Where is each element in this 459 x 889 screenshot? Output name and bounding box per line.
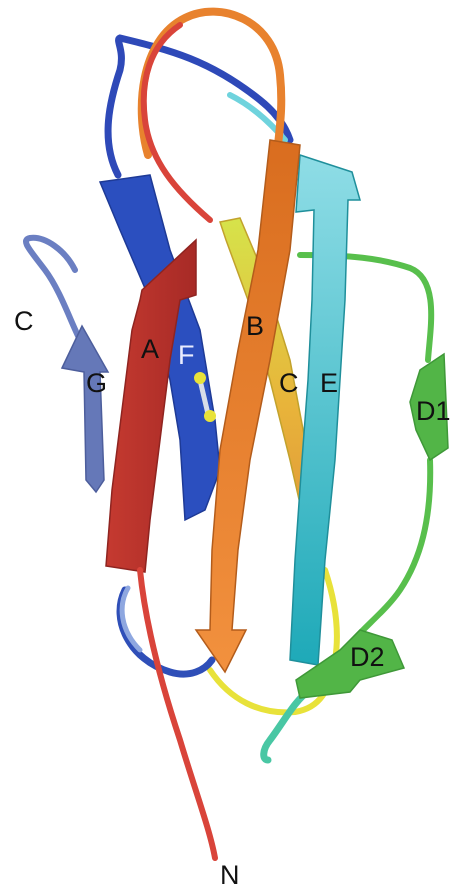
label-strand-d2: D2 [350, 642, 385, 672]
loop-green-d1-d2 [345, 460, 430, 650]
loop-c-terminus [26, 238, 80, 340]
disulfide-atom-1 [194, 372, 206, 384]
label-strand-d1: D1 [416, 396, 451, 426]
label-strand-b: B [246, 311, 264, 341]
label-strand-f: F [178, 340, 195, 370]
n-terminus-tail [140, 570, 215, 858]
label-n-terminus: N [220, 860, 240, 889]
label-strand-g: G [86, 368, 107, 398]
loop-teal-tail [264, 690, 310, 760]
label-strand-c: C [279, 368, 299, 398]
label-c-terminus: C [14, 306, 34, 336]
strand-e-arrow [290, 155, 360, 665]
disulfide-atom-2 [204, 410, 216, 422]
strand-g-arrow [62, 326, 108, 492]
label-strand-e: E [320, 368, 338, 398]
label-strand-a: A [141, 334, 159, 364]
loop-fg-blue [108, 38, 290, 175]
loop-ab-orange-red [142, 12, 282, 155]
